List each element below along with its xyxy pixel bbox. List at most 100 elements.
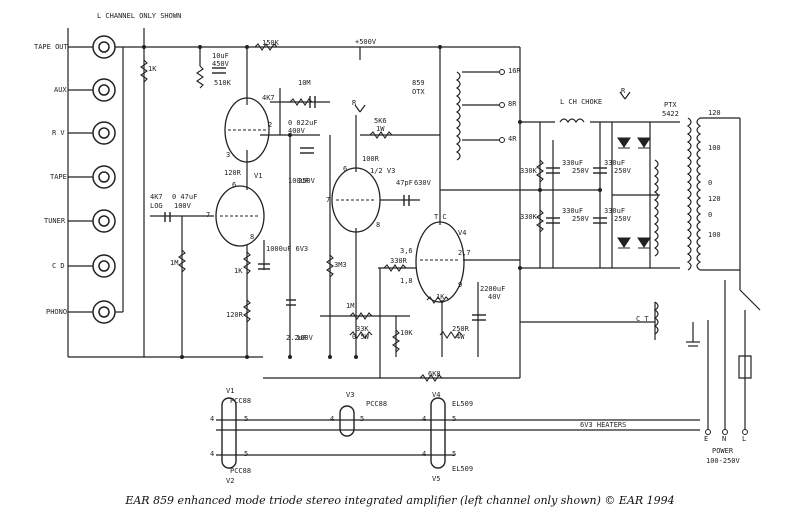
- label-v250d: 250V: [614, 215, 631, 223]
- input-aux: AUX: [54, 86, 67, 94]
- label-r120r: 120R: [224, 169, 241, 177]
- label-tap-16r: 16R: [508, 67, 521, 75]
- label-c330b: 330uF: [562, 207, 584, 215]
- label-c10: 10uF: [212, 52, 229, 60]
- label-c630: 630V: [414, 179, 431, 187]
- label-pin6b: 6: [343, 165, 348, 173]
- label-r250w: 4W: [456, 333, 465, 341]
- label-c47p: 47pF: [396, 179, 413, 187]
- label-r3m3: 3M3: [334, 261, 347, 269]
- label-c022v: 400V: [288, 127, 305, 135]
- label-ct: C T: [636, 315, 649, 323]
- label-v3: 1/2 V3: [370, 167, 396, 175]
- label-tap-0b: 0: [708, 211, 713, 219]
- label-tap-120b: 120: [708, 195, 721, 203]
- label-log: LOG: [150, 202, 163, 210]
- label-r330k1: 330K: [520, 167, 537, 175]
- label-c10v: 450V: [212, 60, 229, 68]
- label-ptx2: 5422: [662, 110, 679, 118]
- label-h5a: 5: [244, 415, 249, 423]
- label-pin8: 8: [250, 233, 255, 241]
- label-ptx: PTX: [664, 101, 677, 109]
- label-r1m-b: 1M: [346, 302, 355, 310]
- label-r1k-c: 1K: [436, 293, 445, 301]
- label-pcc2: PCC88: [230, 467, 252, 475]
- label-r1w: 1W: [376, 125, 385, 133]
- label-el1: EL509: [452, 400, 474, 408]
- label-tap-120a: 120: [708, 109, 721, 117]
- label-c330d: 330uF: [604, 207, 626, 215]
- label-r4k7a: 4K7: [262, 94, 275, 102]
- label-e: E: [704, 435, 709, 443]
- label-pcc3: PCC88: [366, 400, 388, 408]
- label-heaters: 6V3 HEATERS: [580, 421, 627, 429]
- label-r100r: 100R: [362, 155, 379, 163]
- label-pin7b: 7: [326, 196, 331, 204]
- label-pin18: 1,8: [400, 277, 413, 285]
- label-r510k: 510K: [214, 79, 231, 87]
- label-r33k: 33K: [356, 325, 369, 333]
- label-pin9: 9: [458, 281, 463, 289]
- label-c2200v: 40V: [488, 293, 501, 301]
- label-c22v: 100V: [296, 334, 313, 342]
- label-tap-8r: 8R: [508, 100, 517, 108]
- label-r150k: 150K: [262, 39, 279, 47]
- label-pot: 4K7: [150, 193, 163, 201]
- label-otx2: OTX: [412, 88, 425, 96]
- label-c1000: 1000uF 6V3: [266, 245, 309, 253]
- label-otx: 859: [412, 79, 425, 87]
- input-phono: PHONO: [46, 308, 68, 316]
- label-pin36: 3,6: [400, 247, 413, 255]
- label-c100v: 250V: [298, 177, 315, 185]
- label-v250a: 250V: [572, 167, 589, 175]
- label-hv: +500V: [355, 38, 377, 46]
- label-c2200: 2200uF: [480, 285, 506, 293]
- label-r10k: 10K: [400, 329, 413, 337]
- label-h4c: 4: [330, 415, 335, 423]
- label-power: POWER: [712, 447, 734, 455]
- label-heater-v5: V5: [432, 475, 441, 483]
- label-h4e: 4: [422, 450, 427, 458]
- label-c330c: 330uF: [604, 159, 626, 167]
- label-r330r: 330R: [390, 257, 407, 265]
- label-pin3: 3: [226, 151, 231, 159]
- label-pin8b: 8: [376, 221, 381, 229]
- input-tape: TAPE: [50, 173, 67, 181]
- label-l: L: [742, 435, 747, 443]
- label-tap-100b: 100: [708, 231, 721, 239]
- header-label: L CHANNEL ONLY SHOWN: [97, 12, 182, 20]
- label-h4a: 4: [210, 415, 215, 423]
- label-h5b: 5: [244, 450, 249, 458]
- label-choke: L CH CHOKE: [560, 98, 603, 106]
- label-mains: 100-250V: [706, 457, 740, 465]
- label-pin2: 2: [268, 121, 273, 129]
- label-pin6: 6: [232, 181, 237, 189]
- input-cd: C D: [52, 262, 65, 270]
- label-n: N: [722, 435, 727, 443]
- input-tape-out: TAPE OUT: [34, 43, 68, 51]
- label-c047: 0 47uF: [172, 193, 198, 201]
- label-pcc1: PCC88: [230, 397, 252, 405]
- label-tc: T C: [434, 213, 447, 221]
- label-el2: EL509: [452, 465, 474, 473]
- label-c330a: 330uF: [562, 159, 584, 167]
- label-tap-100a: 100: [708, 144, 721, 152]
- label-h5e: 5: [452, 450, 457, 458]
- figure-caption: EAR 859 enhanced mode triode stereo inte…: [125, 494, 675, 507]
- label-r1m-in: 1M: [170, 259, 179, 267]
- label-h5d: 5: [452, 415, 457, 423]
- label-c100: 100uF: [288, 177, 310, 185]
- label-rail-r1: R: [352, 99, 357, 107]
- label-c022: 0 022uF: [288, 119, 318, 127]
- label-tap-0a: 0: [708, 179, 713, 187]
- label-heater-v4: V4: [432, 391, 441, 399]
- label-rail-r2: R: [621, 87, 626, 95]
- label-heater-v3: V3: [346, 391, 355, 399]
- label-c047v: 100V: [174, 202, 191, 210]
- label-r330k2: 330K: [520, 213, 537, 221]
- label-pin27: 2,7: [458, 249, 471, 257]
- label-r10m: 10M: [298, 79, 311, 87]
- label-r1k-top: 1K: [148, 65, 157, 73]
- label-v4: V4: [458, 229, 467, 237]
